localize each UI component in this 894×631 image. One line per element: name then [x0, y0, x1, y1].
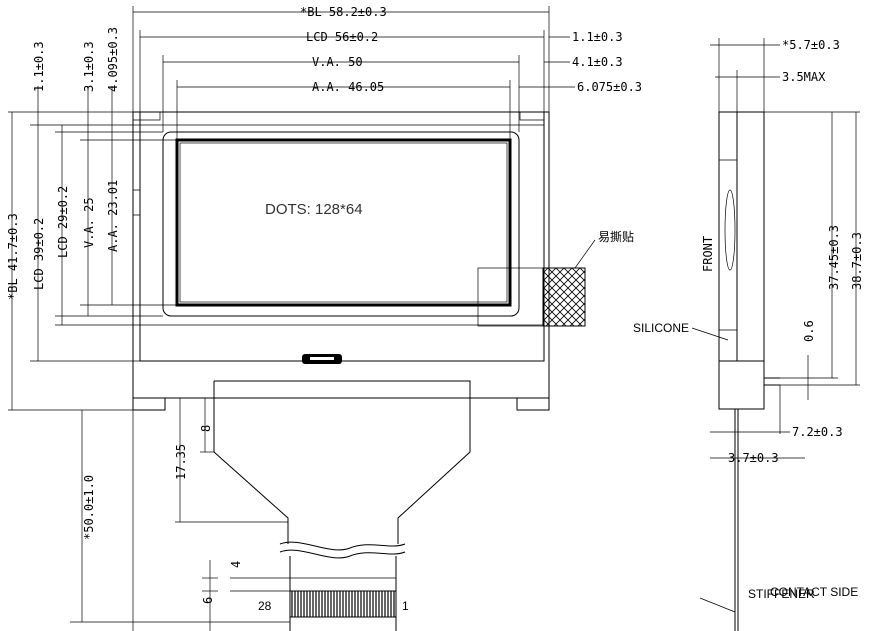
pin-1-label: 1: [402, 599, 409, 613]
peel-tab-label: 易撕贴: [598, 230, 634, 244]
dim-side-w1: *5.7±0.3: [782, 38, 840, 52]
dim-side-w4: 3.7±0.3: [728, 451, 779, 465]
left-dimensions: *BL 41.7±0.3 1.1±0.3 LCD 39±0.2 LCD 29±0…: [6, 27, 290, 631]
pin-28-label: 28: [258, 599, 272, 613]
dim-side-w3: 7.2±0.3: [792, 425, 843, 439]
dim-fpc-length: 17.35: [174, 444, 188, 480]
dim-lcd-width: LCD 56±0.2: [306, 30, 378, 44]
dim-left-3: 4.095±0.3: [106, 27, 120, 92]
top-dimensions: *BL 58.2±0.3 LCD 56±0.2 1.1±0.3 V.A. 50 …: [132, 5, 642, 140]
dim-side-h1: 37.45±0.3: [827, 225, 841, 290]
dim-right-3: 6.075±0.3: [577, 80, 642, 94]
dim-bl-width: *BL 58.2±0.3: [300, 5, 387, 19]
dots-label: DOTS: 128*64: [265, 201, 363, 218]
dim-va-width: V.A. 50: [312, 55, 363, 69]
front-view: DOTS: 128*64 易撕贴 28 1: [132, 111, 634, 631]
lcd-outline: [139, 111, 545, 362]
side-view: *5.7±0.3 3.5MAX FRONT 37.45±0.3 38.7±0.3…: [633, 38, 864, 631]
dim-side-h2: 38.7±0.3: [850, 232, 864, 290]
front-label: FRONT: [701, 236, 715, 272]
silicone-label: SILICONE: [633, 321, 689, 335]
dim-total-height: *50.0±1.0: [82, 475, 96, 540]
dim-right-2: 4.1±0.3: [572, 55, 623, 69]
dim-side-h3: 0.6: [802, 320, 816, 342]
dim-pin-h2: 6: [201, 597, 215, 604]
active-area: [175, 138, 512, 307]
dim-bl-height: *BL 41.7±0.3: [6, 213, 20, 300]
dim-left-2: 3.1±0.3: [82, 41, 96, 92]
dim-va-height: V.A. 25: [82, 197, 96, 248]
dim-aa-width: A.A. 46.05: [312, 80, 384, 94]
dim-side-w2: 3.5MAX: [782, 70, 826, 84]
dim-lcd2-height: LCD 29±0.2: [56, 186, 70, 258]
dim-left-1: 1.1±0.3: [32, 41, 46, 92]
fpc-tail: [214, 380, 471, 544]
dim-right-1: 1.1±0.3: [572, 30, 623, 44]
viewing-area: [162, 131, 520, 317]
dim-aa-height: A.A. 23.01: [106, 180, 120, 252]
stiffener-label: STIFFENER: [748, 587, 815, 601]
dim-fpc-small: 8: [199, 425, 213, 432]
fpc-contacts: [289, 590, 397, 618]
contact-side-label: CONTACT SIDE: [770, 585, 858, 599]
dim-pin-h1: 4: [229, 561, 243, 568]
dim-lcd-height: LCD 39±0.2: [32, 218, 46, 290]
peel-tab-hatch: [542, 267, 586, 327]
side-body: [718, 111, 765, 362]
